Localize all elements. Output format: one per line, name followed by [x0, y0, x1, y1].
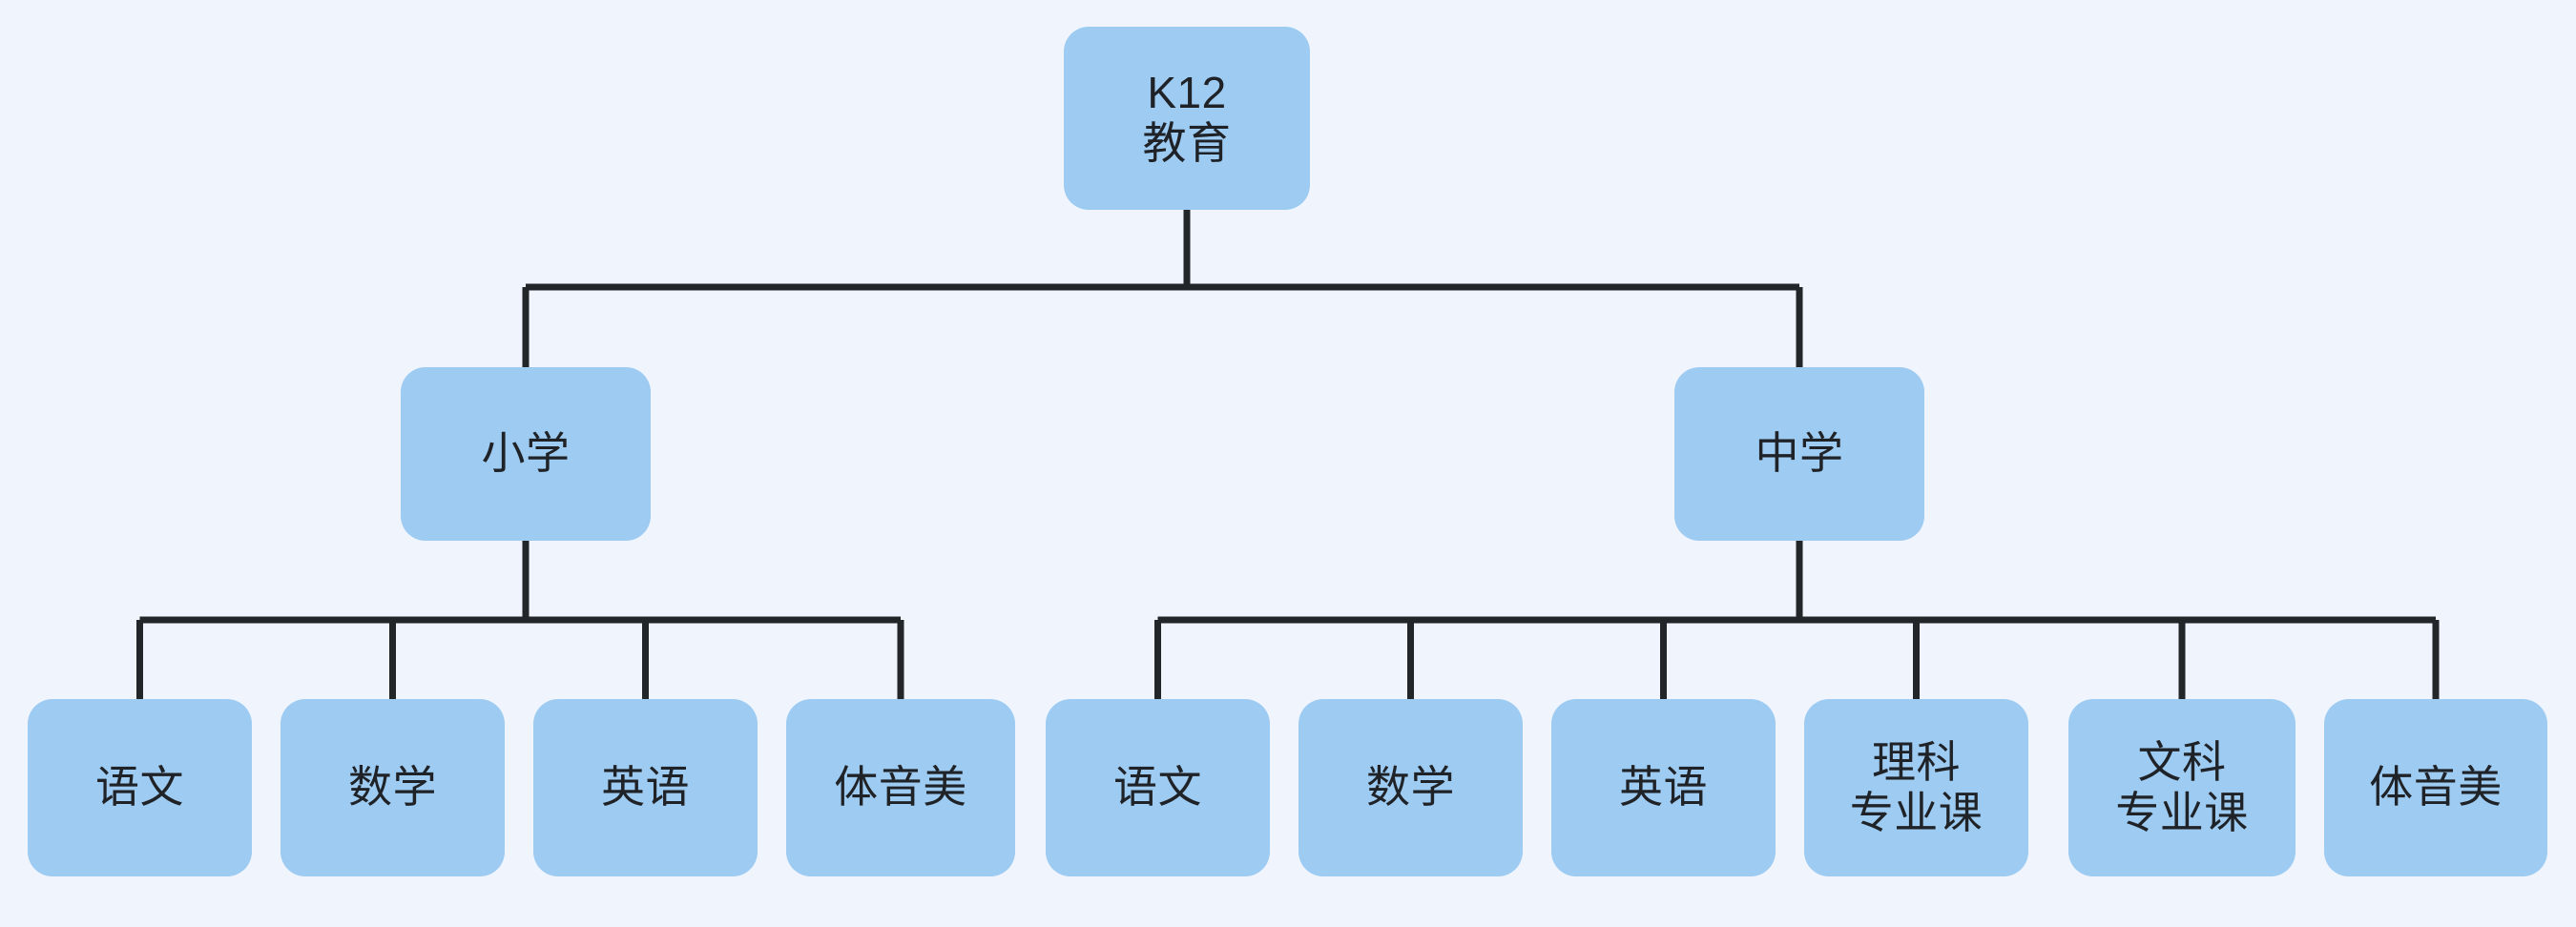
node-secondary-liberal-major[interactable]: 文科 专业课 [2068, 699, 2296, 876]
node-secondary-english[interactable]: 英语 [1551, 699, 1776, 876]
node-primary-math[interactable]: 数学 [280, 699, 505, 876]
node-secondary-chinese[interactable]: 语文 [1046, 699, 1270, 876]
node-primary-school[interactable]: 小学 [401, 367, 651, 541]
node-primary-english[interactable]: 英语 [533, 699, 758, 876]
node-secondary-math[interactable]: 数学 [1298, 699, 1523, 876]
node-k12-education[interactable]: K12 教育 [1064, 27, 1310, 210]
node-secondary-science-major[interactable]: 理科 专业课 [1804, 699, 2028, 876]
node-secondary-school[interactable]: 中学 [1674, 367, 1924, 541]
node-primary-arts-pe-music[interactable]: 体音美 [786, 699, 1015, 876]
node-primary-chinese[interactable]: 语文 [28, 699, 252, 876]
node-secondary-arts-pe-music[interactable]: 体音美 [2324, 699, 2547, 876]
